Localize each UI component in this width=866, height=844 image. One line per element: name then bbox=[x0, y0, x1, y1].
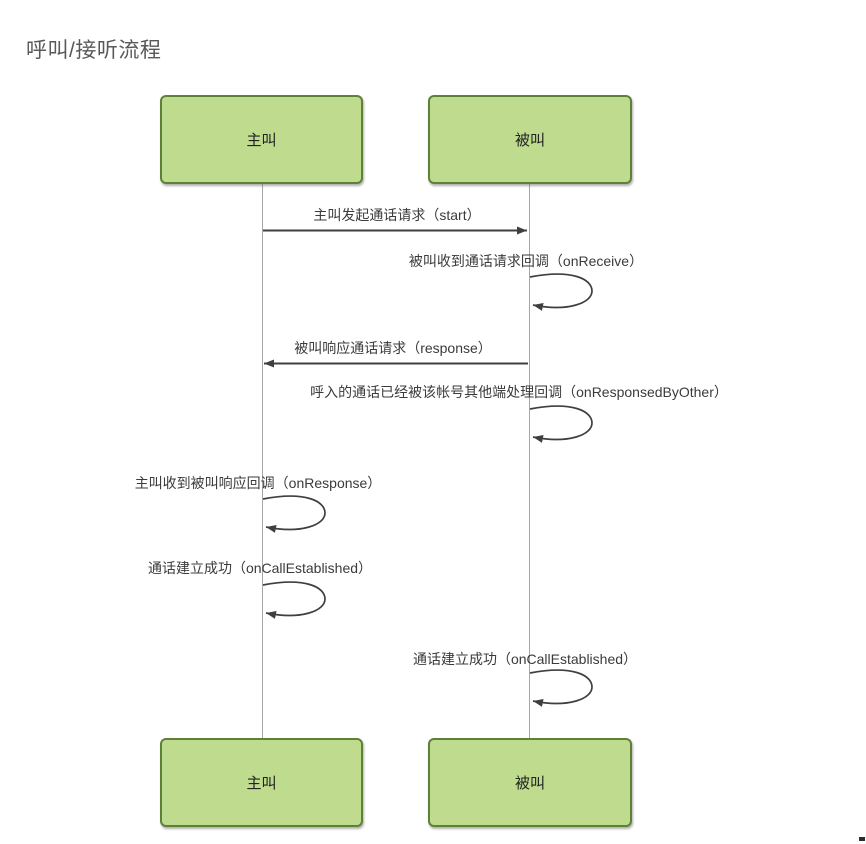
message-label-onresponse: 主叫收到被叫响应回调（onResponse） bbox=[134, 475, 382, 491]
message-label-oncallestablished-caller: 通话建立成功（onCallEstablished） bbox=[147, 560, 373, 576]
actor-caller-bottom-label: 主叫 bbox=[246, 775, 277, 792]
actor-callee-bottom: 被叫 bbox=[428, 738, 632, 827]
actor-caller-top-label: 主叫 bbox=[246, 132, 277, 149]
message-label-response: 被叫响应通话请求（response） bbox=[294, 340, 492, 356]
self-loop-oncallestablished-caller bbox=[262, 581, 326, 619]
self-loop-onresponse bbox=[262, 495, 326, 533]
actor-caller-top: 主叫 bbox=[160, 95, 363, 184]
message-label-onreceive: 被叫收到通话请求回调（onReceive） bbox=[408, 253, 644, 269]
actor-callee-top-label: 被叫 bbox=[514, 132, 545, 149]
message-label-oncallestablished-callee: 通话建立成功（onCallEstablished） bbox=[412, 651, 638, 667]
self-loop-onreceive bbox=[529, 273, 593, 311]
actor-callee-bottom-label: 被叫 bbox=[514, 775, 545, 792]
actor-callee-top: 被叫 bbox=[428, 95, 632, 184]
message-label-start: 主叫发起通话请求（start） bbox=[313, 207, 481, 223]
self-loop-oncallestablished-callee bbox=[529, 669, 593, 707]
actor-caller-bottom: 主叫 bbox=[160, 738, 363, 827]
diagram-title: 呼叫/接听流程 bbox=[26, 39, 162, 62]
message-label-onresponsedbyother: 呼入的通话已经被该帐号其他端处理回调（onResponsedByOther） bbox=[310, 384, 728, 400]
corner-artifact bbox=[859, 837, 865, 841]
self-loop-onresponsedbyother bbox=[529, 405, 593, 443]
